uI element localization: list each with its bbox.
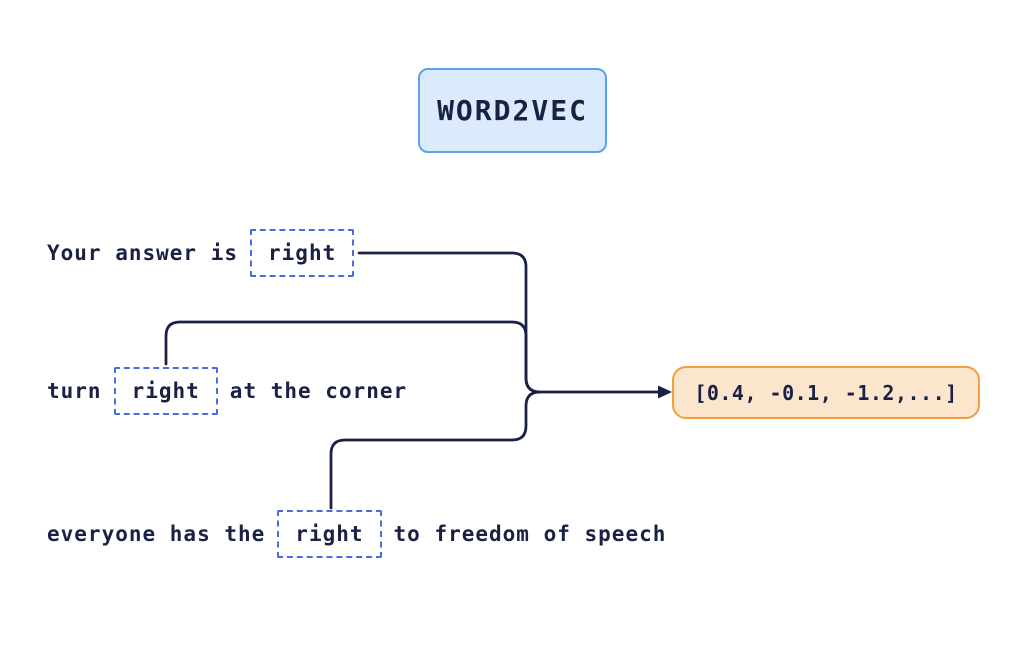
sentence-2-before: turn bbox=[47, 379, 102, 403]
highlighted-word-box-1: right bbox=[250, 229, 355, 277]
connector-sentence-2 bbox=[164, 320, 542, 394]
sentence-2-after: at the corner bbox=[229, 379, 408, 403]
highlighted-word-3: right bbox=[295, 522, 364, 546]
vector-box: [0.4, -0.1, -1.2,...] bbox=[672, 366, 980, 419]
highlighted-word-box-2: right bbox=[113, 367, 218, 415]
title-box: WORD2VEC bbox=[418, 68, 607, 153]
highlighted-word-box-3: right bbox=[277, 510, 382, 558]
connector-sentence-3 bbox=[329, 390, 542, 510]
sentence-row-3: everyone has the right to freedom of spe… bbox=[47, 508, 666, 560]
sentence-1-before: Your answer is bbox=[47, 241, 239, 265]
arrowhead-icon bbox=[658, 385, 672, 399]
sentence-3-after: to freedom of speech bbox=[393, 522, 667, 546]
highlighted-word-1: right bbox=[268, 241, 337, 265]
sentence-row-2: turn right at the corner bbox=[47, 365, 407, 417]
sentence-row-1: Your answer is right bbox=[47, 227, 355, 279]
highlighted-word-2: right bbox=[131, 379, 200, 403]
diagram-title: WORD2VEC bbox=[437, 94, 588, 127]
sentence-3-before: everyone has the bbox=[47, 522, 266, 546]
vector-value: [0.4, -0.1, -1.2,...] bbox=[694, 380, 958, 405]
